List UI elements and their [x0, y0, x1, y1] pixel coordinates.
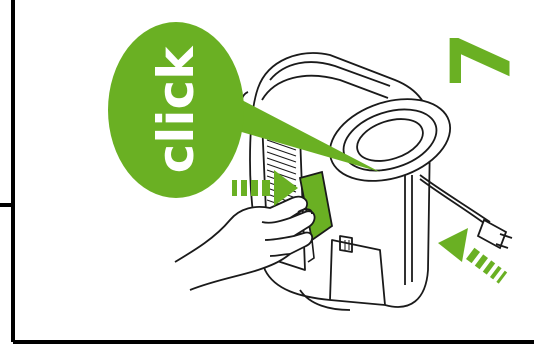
power-cord [420, 175, 490, 226]
callout-label: click [147, 45, 205, 174]
step-number: 7 [435, 31, 530, 88]
plug-illustration [478, 220, 512, 248]
